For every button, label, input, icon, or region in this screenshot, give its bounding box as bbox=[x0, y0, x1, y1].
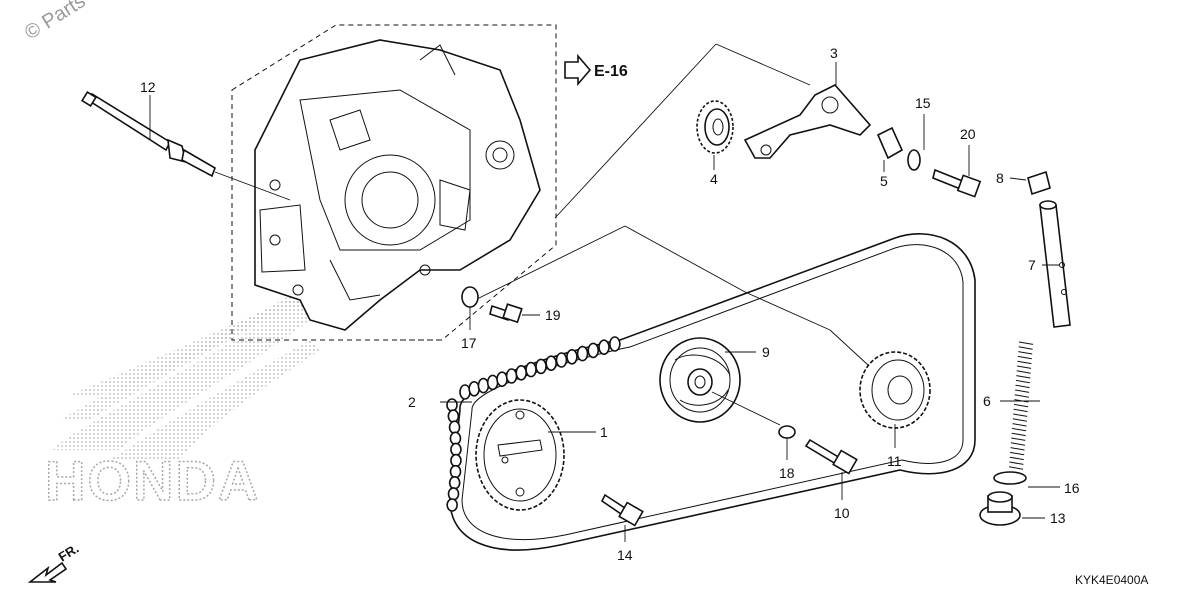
tensioner-spring bbox=[1008, 341, 1034, 470]
collar bbox=[876, 126, 904, 160]
watermark-text: © Parts bbox=[21, 0, 89, 44]
chain-link bbox=[477, 377, 490, 394]
chain-link bbox=[587, 342, 600, 359]
callout-15: 15 bbox=[915, 95, 931, 111]
callout-2: 2 bbox=[408, 394, 416, 410]
roller-bolt bbox=[804, 438, 858, 475]
chain-link bbox=[486, 374, 499, 391]
stud-bolt bbox=[81, 91, 216, 178]
plug-bolt bbox=[979, 491, 1021, 526]
cam-chain-inner bbox=[461, 244, 964, 541]
front-direction-label: FR. bbox=[56, 541, 82, 565]
callout-13: 13 bbox=[1050, 510, 1066, 526]
front-direction-arrow: FR. bbox=[27, 541, 82, 583]
chain-link bbox=[555, 352, 568, 368]
callout-19: 19 bbox=[545, 307, 561, 323]
cam-chain-guide-roller bbox=[659, 337, 741, 423]
callout-20: 20 bbox=[960, 126, 976, 142]
chain-link bbox=[515, 364, 528, 381]
washer bbox=[907, 149, 921, 171]
chain-link bbox=[525, 361, 537, 378]
chain-link bbox=[449, 464, 462, 479]
crankcase-bolt bbox=[489, 303, 523, 324]
spring-coils bbox=[1008, 341, 1034, 470]
chain-link bbox=[545, 355, 557, 372]
crankcase-enclosure bbox=[231, 24, 557, 341]
callout-10: 10 bbox=[834, 505, 850, 521]
tensioner-sprocket bbox=[696, 100, 734, 154]
callout-12: 12 bbox=[140, 79, 156, 95]
honda-wing-logo: HONDA bbox=[44, 290, 320, 513]
reference-arrow: E-16 bbox=[564, 53, 628, 87]
crankcase-washer bbox=[461, 286, 479, 308]
chain-link bbox=[450, 453, 462, 468]
callout-labels: 1 2 3 4 5 6 7 8 9 10 11 12 13 14 15 16 1… bbox=[140, 45, 1080, 563]
roller-washer bbox=[778, 425, 796, 439]
chain-link bbox=[576, 345, 589, 362]
chain-link bbox=[450, 442, 462, 457]
callout-14: 14 bbox=[617, 547, 633, 563]
callout-18: 18 bbox=[779, 465, 795, 481]
tensioner-arm bbox=[743, 84, 872, 159]
chain-link bbox=[535, 358, 547, 375]
chain-link bbox=[447, 409, 460, 423]
chain-link bbox=[505, 368, 518, 384]
diagram-code: KYK4E0400A bbox=[1075, 573, 1148, 587]
callout-4: 4 bbox=[710, 171, 718, 187]
chain-link bbox=[446, 498, 458, 512]
chain-link bbox=[566, 348, 578, 365]
timing-drive-sprocket bbox=[475, 399, 565, 511]
callout-6: 6 bbox=[983, 393, 991, 409]
tensioner-pusher-tube bbox=[1039, 200, 1071, 328]
chain-link bbox=[448, 475, 461, 490]
callout-1: 1 bbox=[600, 424, 608, 440]
right-crankcase bbox=[254, 39, 541, 331]
chain-link bbox=[496, 371, 508, 388]
sprocket-bolt bbox=[600, 493, 644, 527]
tensioner-bolt bbox=[932, 168, 982, 198]
chain-link bbox=[449, 431, 462, 446]
chain-link bbox=[448, 420, 461, 435]
sealing-washer bbox=[993, 471, 1027, 485]
chain-link bbox=[447, 487, 460, 501]
callout-16: 16 bbox=[1064, 480, 1080, 496]
cam-chain-links bbox=[446, 336, 621, 512]
chain-link bbox=[468, 380, 480, 397]
reference-code: E-16 bbox=[594, 63, 628, 80]
chain-link bbox=[459, 384, 471, 400]
chain-link bbox=[609, 336, 621, 352]
cam-chain-sprocket bbox=[859, 351, 931, 429]
callout-7: 7 bbox=[1028, 257, 1036, 273]
callout-17: 17 bbox=[461, 335, 477, 351]
chain-link bbox=[446, 398, 458, 412]
chain-link bbox=[598, 339, 610, 356]
callout-5: 5 bbox=[880, 173, 888, 189]
pusher-cap bbox=[1027, 170, 1051, 196]
callout-11: 11 bbox=[887, 453, 902, 469]
callout-9: 9 bbox=[762, 344, 770, 360]
callout-8: 8 bbox=[996, 170, 1004, 186]
callout-3: 3 bbox=[830, 45, 838, 61]
honda-brand-text: HONDA bbox=[45, 449, 260, 512]
